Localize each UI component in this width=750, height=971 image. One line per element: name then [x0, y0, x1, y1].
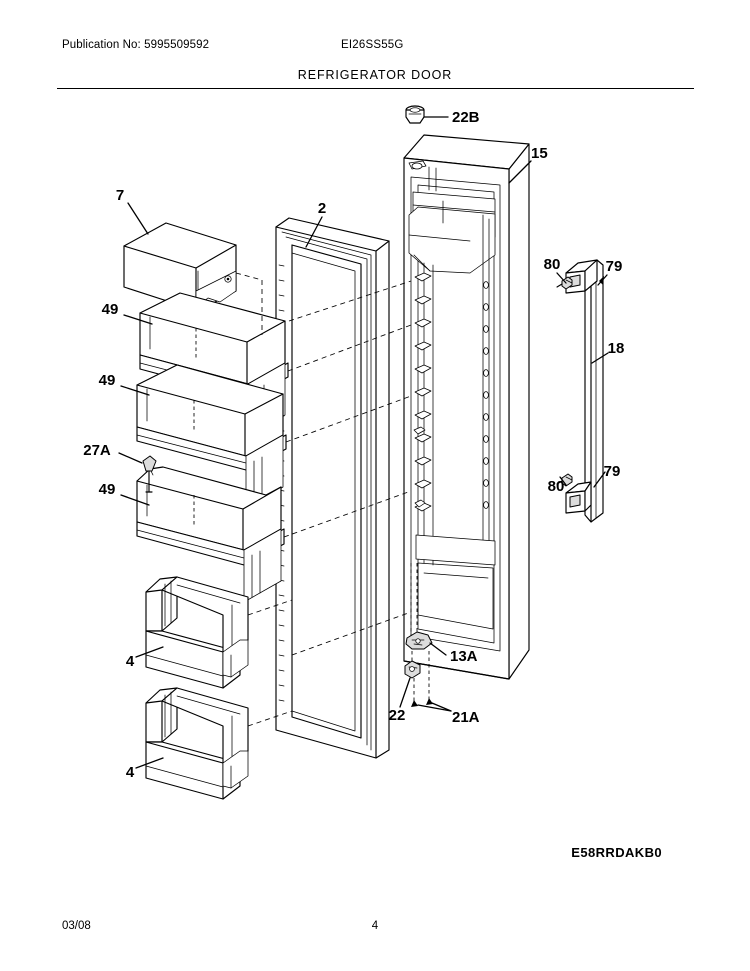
- callout-49-lower: 49: [99, 481, 116, 498]
- callout-79-upper: 79: [606, 258, 623, 275]
- part-80-handle-screw-upper: [556, 276, 573, 290]
- callout-18: 18: [608, 340, 625, 357]
- callout-49-upper: 49: [102, 301, 119, 318]
- part-4-door-bin-shallow-lower: [145, 687, 249, 800]
- revision-date: 03/08: [62, 920, 91, 932]
- part-27A-retainer-clip: [142, 455, 157, 493]
- callout-22B: 22B: [452, 109, 480, 126]
- callout-79-lower: 79: [604, 463, 621, 480]
- part-4-door-bin-shallow-upper: [145, 576, 249, 689]
- callout-27A: 27A: [83, 442, 111, 459]
- callout-leaders: [118, 116, 609, 769]
- part-22B-cap-plug: [405, 105, 425, 124]
- callout-7: 7: [116, 187, 124, 204]
- part-7-dairy-bin-cover: [123, 222, 237, 312]
- callout-49-middle: 49: [99, 372, 116, 389]
- callout-80-lower: 80: [548, 478, 565, 495]
- diagram-code: E58RRDAKB0: [571, 845, 662, 860]
- callout-4-lower: 4: [126, 764, 135, 781]
- callout-13A: 13A: [450, 648, 478, 665]
- door-gasket-group: [275, 217, 390, 759]
- callout-4-upper: 4: [126, 653, 135, 670]
- callout-80-upper: 80: [544, 256, 561, 273]
- publication-number: Publication No: 5995509592: [62, 39, 210, 51]
- part-22-hole-plug: [404, 660, 421, 679]
- assembly-projection-lines: [235, 272, 430, 727]
- door-outer-panel-group: [403, 134, 530, 680]
- callout-2: 2: [318, 200, 326, 217]
- page-number: 4: [371, 920, 379, 932]
- callout-22: 22: [389, 707, 406, 724]
- refrigerator-door-diagram: 22B 15 7 2 80 79 49 18 49 27A 49 80 79 4…: [0, 95, 750, 835]
- callout-21A: 21A: [452, 709, 480, 726]
- part-18-door-handle: [565, 259, 604, 523]
- part-13A-hinge-bracket: [405, 631, 433, 650]
- part-49-door-bin-lower: [136, 466, 285, 603]
- part-49-door-bin-middle: [136, 364, 287, 509]
- model-number: EI26SS55G: [341, 39, 404, 51]
- page-title: REFRIGERATOR DOOR: [297, 68, 453, 82]
- callout-15: 15: [531, 145, 548, 162]
- header-divider: [57, 88, 694, 89]
- callout-labels: 22B 15 7 2 80 79 49 18 49 27A 49 80 79 4…: [83, 109, 624, 781]
